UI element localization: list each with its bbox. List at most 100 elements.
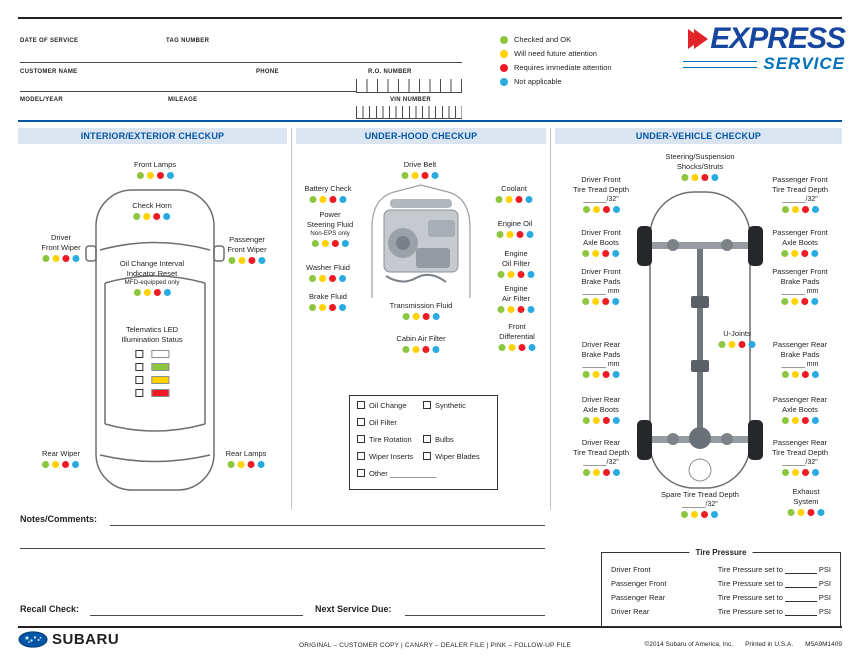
- status-dot[interactable]: [341, 239, 349, 247]
- psi-write-in[interactable]: [784, 593, 817, 602]
- status-dot[interactable]: [781, 469, 789, 477]
- status-dot[interactable]: [718, 341, 726, 349]
- status-dot[interactable]: [787, 509, 795, 516]
- status-dot[interactable]: [811, 469, 819, 477]
- status-dot[interactable]: [319, 275, 327, 283]
- status-dot[interactable]: [582, 250, 590, 257]
- psi-write-in[interactable]: [784, 579, 817, 588]
- checkbox-bulbs[interactable]: [423, 435, 431, 443]
- status-dot[interactable]: [309, 196, 317, 204]
- status-dot[interactable]: [525, 196, 533, 204]
- status-dot[interactable]: [817, 509, 825, 516]
- status-dot[interactable]: [801, 469, 809, 477]
- status-dot[interactable]: [153, 288, 161, 296]
- checkbox-wiper-blades[interactable]: [423, 452, 431, 460]
- field-line-row1[interactable]: [20, 62, 462, 63]
- status-dot[interactable]: [528, 344, 536, 351]
- psi-write-in[interactable]: [784, 607, 817, 616]
- status-dot[interactable]: [602, 250, 610, 257]
- next-service-due-line[interactable]: [405, 615, 545, 616]
- telematics-checkbox[interactable]: [134, 349, 143, 358]
- checkbox-wiper-inserts[interactable]: [357, 452, 365, 460]
- status-dot[interactable]: [431, 172, 439, 180]
- status-dot[interactable]: [811, 206, 819, 214]
- status-dot[interactable]: [248, 257, 256, 264]
- status-dot[interactable]: [329, 275, 337, 283]
- status-dot[interactable]: [508, 344, 516, 351]
- telematics-checkbox[interactable]: [134, 375, 143, 384]
- status-dot[interactable]: [329, 304, 337, 312]
- telematics-checkbox[interactable]: [134, 388, 143, 397]
- status-dot[interactable]: [309, 275, 317, 283]
- status-dot[interactable]: [701, 174, 709, 181]
- status-dot[interactable]: [329, 196, 337, 204]
- recall-check-line[interactable]: [90, 615, 303, 616]
- status-dot[interactable]: [496, 231, 504, 239]
- write-in-blank[interactable]: ______/32": [583, 458, 619, 466]
- status-dot[interactable]: [801, 250, 809, 257]
- status-dot[interactable]: [156, 172, 164, 180]
- status-dot[interactable]: [62, 461, 70, 469]
- status-dot[interactable]: [432, 346, 440, 354]
- status-dot[interactable]: [401, 172, 409, 180]
- status-dot[interactable]: [592, 206, 600, 214]
- notes-line-2[interactable]: [20, 548, 545, 549]
- status-dot[interactable]: [781, 206, 789, 214]
- status-dot[interactable]: [582, 298, 590, 306]
- status-dot[interactable]: [781, 250, 789, 257]
- write-in-blank[interactable]: ______/32": [782, 195, 818, 203]
- status-dot[interactable]: [791, 250, 799, 257]
- status-dot[interactable]: [791, 298, 799, 306]
- status-dot[interactable]: [801, 206, 809, 214]
- status-dot[interactable]: [602, 469, 610, 477]
- status-dot[interactable]: [402, 346, 410, 354]
- status-dot[interactable]: [612, 206, 620, 214]
- status-dot[interactable]: [582, 206, 590, 214]
- status-dot[interactable]: [515, 196, 523, 204]
- write-in-blank[interactable]: ______ mm: [781, 287, 819, 295]
- status-dot[interactable]: [257, 461, 265, 469]
- status-dot[interactable]: [52, 461, 60, 469]
- status-dot[interactable]: [62, 255, 70, 262]
- status-dot[interactable]: [592, 298, 600, 306]
- status-dot[interactable]: [421, 172, 429, 180]
- status-dot[interactable]: [612, 298, 620, 306]
- status-dot[interactable]: [166, 172, 174, 180]
- status-dot[interactable]: [811, 371, 819, 379]
- status-dot[interactable]: [797, 509, 805, 516]
- status-dot[interactable]: [311, 239, 319, 247]
- status-dot[interactable]: [592, 371, 600, 379]
- status-dot[interactable]: [701, 511, 709, 519]
- status-dot[interactable]: [498, 344, 506, 351]
- status-dot[interactable]: [612, 469, 620, 477]
- status-dot[interactable]: [339, 275, 347, 283]
- write-in-blank[interactable]: ______/32": [583, 195, 619, 203]
- status-dot[interactable]: [791, 469, 799, 477]
- checkbox-synthetic[interactable]: [423, 401, 431, 409]
- status-dot[interactable]: [681, 174, 689, 181]
- status-dot[interactable]: [72, 461, 80, 469]
- status-dot[interactable]: [691, 174, 699, 181]
- status-dot[interactable]: [602, 298, 610, 306]
- checkbox-oil-filter[interactable]: [357, 418, 365, 426]
- status-dot[interactable]: [422, 313, 430, 321]
- status-dot[interactable]: [133, 288, 141, 296]
- status-dot[interactable]: [143, 213, 151, 221]
- status-dot[interactable]: [738, 341, 746, 349]
- status-dot[interactable]: [42, 461, 50, 469]
- status-dot[interactable]: [143, 288, 151, 296]
- status-dot[interactable]: [237, 461, 245, 469]
- field-line-row2[interactable]: [20, 91, 357, 92]
- status-dot[interactable]: [507, 306, 515, 313]
- status-dot[interactable]: [527, 271, 535, 278]
- status-dot[interactable]: [339, 304, 347, 312]
- status-dot[interactable]: [52, 255, 60, 262]
- status-dot[interactable]: [592, 250, 600, 257]
- status-dot[interactable]: [728, 341, 736, 349]
- status-dot[interactable]: [811, 298, 819, 306]
- status-dot[interactable]: [691, 511, 699, 519]
- status-dot[interactable]: [526, 231, 534, 239]
- status-dot[interactable]: [238, 257, 246, 264]
- status-dot[interactable]: [791, 206, 799, 214]
- status-dot[interactable]: [258, 257, 266, 264]
